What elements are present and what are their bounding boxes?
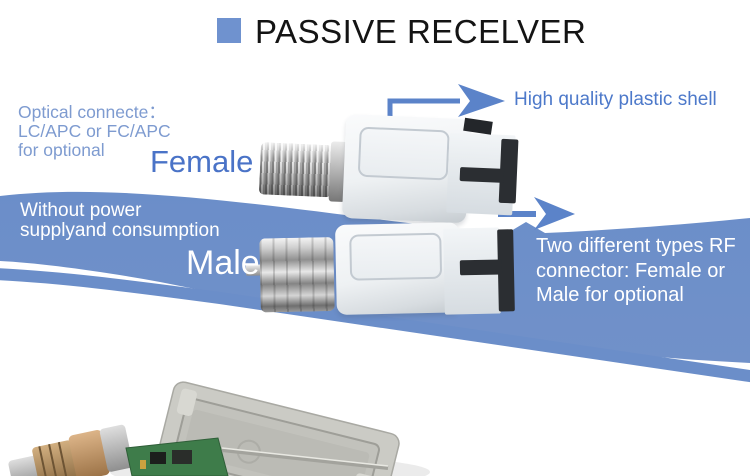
square-bullet (217, 18, 241, 43)
no-power-note: Without power supplyand consumption (20, 201, 220, 241)
male-f-connector (259, 236, 335, 313)
plastic-shell-body (335, 222, 461, 315)
rf-note-line3: Male for optional (536, 284, 684, 306)
rf-connector-note: Two different types RF connector: Female… (536, 234, 736, 308)
sc-slot (459, 167, 505, 183)
metal-connector-parts (8, 424, 133, 476)
receiver-with-male-rf-port-photo (245, 219, 517, 325)
female-label: Female (150, 144, 254, 179)
female-f-connector (258, 142, 334, 198)
optical-connector-note: Optical connecte： LC/APC or FC/APC for o… (18, 103, 171, 160)
rf-note-line2: connector: Female or (536, 259, 725, 282)
optical-note-line1: Optical connecte： (18, 102, 166, 122)
rf-note-line1: Two different types RF (536, 235, 736, 257)
no-power-line1: Without power (20, 200, 142, 221)
page-title: PASSIVE RECELVER (255, 13, 587, 50)
optical-note-line3: for optional (18, 140, 105, 160)
optical-note-line2: LC/APC or FC/APC (18, 121, 171, 141)
male-label: Male (186, 244, 260, 282)
disassembled-receiver-pcb-photo (8, 381, 430, 476)
sc-slot (459, 259, 503, 276)
green-pcb (125, 437, 389, 476)
plastic-shell-note: High quality plastic shell (514, 89, 717, 110)
no-power-line2: supplyand consumption (20, 220, 220, 241)
